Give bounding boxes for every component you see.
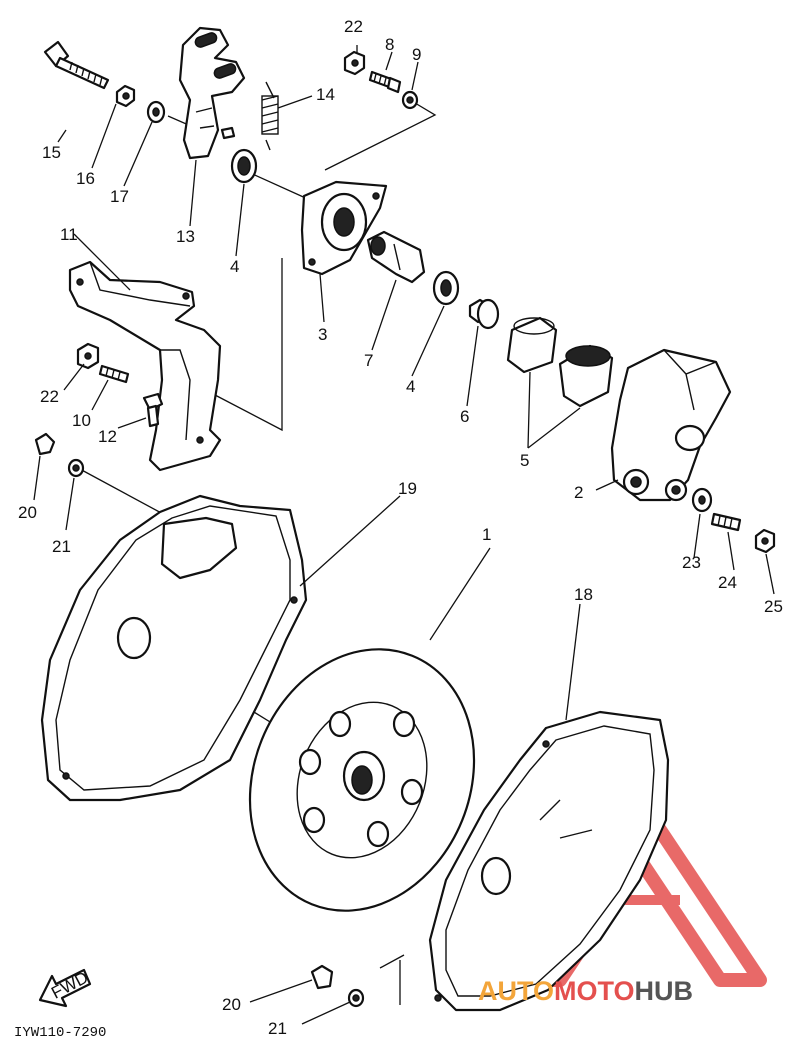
bolt-15 <box>43 40 110 90</box>
callout-7: 7 <box>364 351 373 370</box>
callout-9: 9 <box>412 45 421 64</box>
callout-21b: 21 <box>268 1019 287 1038</box>
callout-25: 25 <box>764 597 783 616</box>
callout-22b: 22 <box>40 387 59 406</box>
callout-24: 24 <box>718 573 737 592</box>
lever-13 <box>178 26 246 160</box>
callout-11: 11 <box>60 225 78 244</box>
callout-13: 13 <box>176 227 195 246</box>
seal-4-center <box>432 270 460 306</box>
bolt-10 <box>98 364 130 384</box>
callout-1: 1 <box>482 525 491 544</box>
cover-19 <box>40 494 308 802</box>
callout-12: 12 <box>98 427 117 446</box>
callout-14: 14 <box>316 85 335 104</box>
spring-14 <box>261 81 279 151</box>
callout-15: 15 <box>42 143 61 162</box>
callout-4b: 4 <box>406 377 415 396</box>
callout-6: 6 <box>460 407 469 426</box>
callout-2: 2 <box>574 483 583 502</box>
disc-1 <box>248 648 476 912</box>
callout-20a: 20 <box>18 503 37 522</box>
piston-5a <box>506 316 558 374</box>
watermark-text: AUTOMOTOHUB <box>478 976 693 1006</box>
callout-5: 5 <box>520 451 529 470</box>
leader-lines <box>77 99 437 1005</box>
caliper-2 <box>610 348 732 502</box>
bolt-12 <box>142 392 164 428</box>
bracket-11 <box>68 260 222 472</box>
bolt-8 <box>368 70 402 94</box>
svg-text:AUTOMOTOHUB: AUTOMOTOHUB <box>478 976 693 1006</box>
callout-3: 3 <box>318 325 327 344</box>
nut-16 <box>115 84 136 108</box>
watermark-auto: AUTO <box>478 976 554 1006</box>
piston-5b <box>558 344 614 408</box>
callout-17: 17 <box>110 187 129 206</box>
callout-20b: 20 <box>222 995 241 1014</box>
fwd-arrow-icon: FWD <box>38 968 91 1008</box>
callout-16: 16 <box>76 169 95 188</box>
bolt-20-left <box>34 432 56 456</box>
washer-21-left <box>67 458 85 478</box>
bolt-24 <box>710 512 742 532</box>
watermark-moto: MOTO <box>554 976 635 1006</box>
nut-22-left <box>76 342 100 370</box>
watermark-hub: HUB <box>635 976 694 1006</box>
plate-3 <box>300 180 388 276</box>
diagram-code: IYW110-7290 <box>14 1025 106 1041</box>
nut-25 <box>754 528 776 554</box>
washer-17 <box>146 100 166 124</box>
callout-labels: 1 2 3 4 4 5 6 7 8 9 10 11 12 13 14 15 16… <box>18 17 783 1038</box>
washer-23 <box>691 487 713 513</box>
callout-23: 23 <box>682 553 701 572</box>
fwd-label: FWD <box>48 968 91 1003</box>
callout-22a: 22 <box>344 17 363 36</box>
camshaft-7 <box>366 230 426 284</box>
washer-9 <box>401 90 419 110</box>
washer-21-bottom <box>347 988 365 1008</box>
nut-22-top <box>343 50 366 76</box>
pin-6 <box>468 298 500 330</box>
callout-4a: 4 <box>230 257 239 276</box>
callout-leaders <box>33 45 775 1025</box>
callout-10: 10 <box>72 411 91 430</box>
callout-19: 19 <box>398 479 417 498</box>
seal-4-left <box>230 148 258 184</box>
plate-18 <box>428 710 670 1012</box>
callout-18: 18 <box>574 585 593 604</box>
callout-21a: 21 <box>52 537 71 556</box>
bolt-20-bottom <box>310 964 334 990</box>
callout-8: 8 <box>385 35 394 54</box>
